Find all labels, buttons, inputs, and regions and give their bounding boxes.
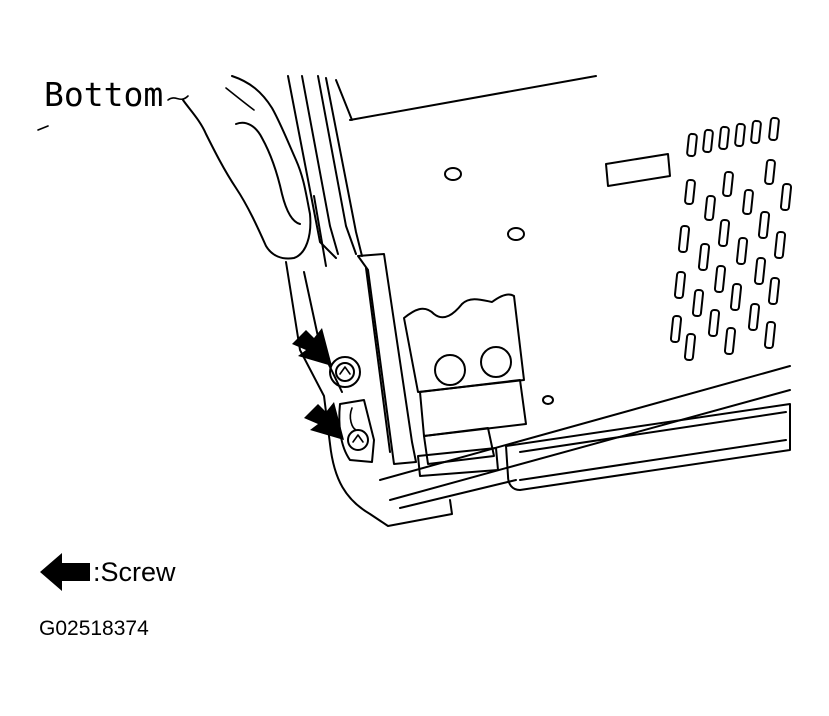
- legend-label: :Screw: [93, 556, 176, 587]
- screw-boss-lower-tab: [338, 399, 375, 463]
- screw-arrow-lower: [304, 402, 344, 440]
- bracket-tab-lip: [417, 447, 499, 477]
- front-post-inner: [365, 267, 391, 453]
- hand-outline: [182, 75, 312, 260]
- chassis-back-edge: [335, 79, 353, 121]
- bottom-tray-inner: [519, 411, 787, 453]
- screw-clip-lower: [349, 407, 357, 431]
- screw-slot-lower: [352, 434, 364, 443]
- callout-leader: [167, 95, 189, 101]
- side-rail-inner-2: [317, 75, 357, 255]
- legend: :Screw: [40, 553, 176, 591]
- screw-head-upper: [335, 362, 355, 382]
- mount-bracket: [403, 293, 525, 393]
- hand-fold-line: [225, 87, 255, 111]
- vent-slots: [669, 116, 793, 362]
- plate-hole-lower: [507, 227, 525, 241]
- bracket-tab: [419, 379, 527, 437]
- side-rail-lip: [313, 195, 327, 267]
- chassis-corner: [285, 261, 453, 527]
- front-post: [357, 253, 417, 465]
- figure-id: G02518374: [39, 617, 149, 640]
- side-rail-inner-1: [301, 75, 339, 255]
- arrow-left-icon: [40, 553, 90, 591]
- screw-head-lower: [347, 429, 369, 451]
- bracket-hole-right: [480, 346, 512, 378]
- callout-label-bottom: Bottom: [44, 75, 164, 114]
- side-rail-inner-3: [325, 77, 363, 257]
- bottom-rail-inner: [399, 479, 517, 509]
- hand-finger-line: [235, 121, 301, 225]
- bottom-tray-ridge: [519, 439, 787, 481]
- bottom-rail-mid: [389, 389, 791, 501]
- bottom-rail-outer: [379, 365, 791, 481]
- side-rail-outer: [287, 75, 337, 259]
- screw-slot-upper: [339, 366, 351, 375]
- callout-underline: [37, 125, 49, 131]
- bottom-tray: [505, 403, 791, 491]
- chassis-top-edge: [349, 75, 597, 121]
- screw-boss-upper: [329, 356, 361, 388]
- label-slot: [605, 153, 671, 187]
- plate-hole-upper: [444, 167, 462, 181]
- bracket-hole-left: [434, 354, 466, 386]
- screw-arrow-upper: [292, 328, 332, 366]
- plate-hole-small: [542, 395, 554, 405]
